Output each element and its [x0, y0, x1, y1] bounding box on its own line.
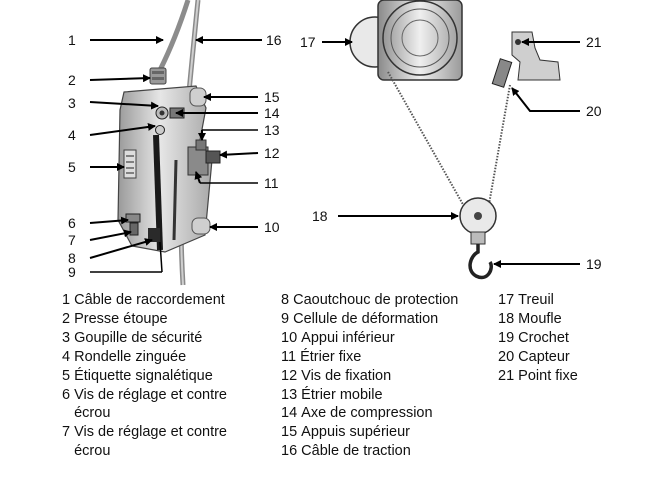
- callout-arrows: [89, 36, 580, 273]
- legend-label: Appuis supérieur: [301, 424, 410, 441]
- callout-21: 21: [586, 34, 602, 50]
- callout-20: 20: [586, 103, 602, 119]
- legend-item: 12 Vis de fixation: [281, 367, 491, 386]
- legend-label: Presse étoupe: [74, 310, 168, 327]
- legend-item: 18 Moufle: [498, 310, 638, 329]
- legend-item: 20 Capteur: [498, 348, 638, 367]
- legend-item: 19 Crochet: [498, 329, 638, 348]
- callout-11: 11: [264, 175, 279, 191]
- callout-13: 13: [264, 122, 280, 138]
- callout-15: 15: [264, 89, 280, 105]
- legend-number: 3: [62, 329, 71, 346]
- legend-number: 4: [62, 348, 71, 365]
- legend-item: 9 Cellule de déformation: [281, 310, 491, 329]
- legend-label: Étrier fixe: [300, 348, 362, 365]
- legend-label: Axe de compression: [301, 405, 433, 422]
- legend-number: 9: [281, 310, 290, 327]
- callout-3: 3: [68, 95, 76, 111]
- legend-number: 17: [498, 292, 515, 308]
- legend-number: 21: [498, 367, 515, 384]
- legend-label: Treuil: [518, 292, 554, 308]
- legend-number: 7: [62, 424, 71, 441]
- legend-item: 13 Étrier mobile: [281, 386, 491, 405]
- legend-label: Capteur: [518, 348, 570, 365]
- legend-label: Point fixe: [518, 367, 578, 384]
- legend-label: Vis de réglage et contre écrou: [74, 424, 227, 460]
- legend-item: 7 Vis de réglage et contre écrou: [62, 423, 267, 461]
- legend-label: Moufle: [518, 310, 562, 327]
- legend-number: 5: [62, 367, 71, 384]
- legend-number: 20: [498, 348, 515, 365]
- legend-item: 5 Étiquette signalétique: [62, 367, 267, 386]
- legend-label: Câble de raccordement: [74, 292, 225, 308]
- legend-label: Crochet: [518, 329, 569, 346]
- legend-number: 13: [281, 386, 298, 403]
- legend-number: 1: [62, 292, 71, 308]
- legend-number: 19: [498, 329, 515, 346]
- legend-column-2: 8 Caoutchouc de protection 9 Cellule de …: [281, 291, 491, 461]
- legend-item: 16 Câble de traction: [281, 442, 491, 461]
- load-cell-illustration: [117, 0, 221, 286]
- legend-item: 14 Axe de compression: [281, 404, 491, 423]
- legend-number: 6: [62, 386, 71, 403]
- load-cell-diagram: 1 2 3 4 5 6 7 8 9 10 11 12 13 14 15 16 1…: [68, 0, 602, 286]
- legend-item: 1 Câble de raccordement: [62, 291, 267, 310]
- legend-label: Vis de fixation: [301, 367, 392, 384]
- legend-label: Étrier mobile: [301, 386, 383, 403]
- legend-number: 14: [281, 405, 298, 422]
- callout-4: 4: [68, 127, 76, 143]
- legend-item: 17 Treuil: [498, 291, 638, 310]
- callout-2: 2: [68, 72, 76, 88]
- legend-number: 8: [281, 292, 290, 308]
- legend-item: 8 Caoutchouc de protection: [281, 291, 491, 310]
- legend-number: 15: [281, 424, 298, 441]
- legend-item: 4 Rondelle zinguée: [62, 348, 267, 367]
- callout-17: 17: [300, 34, 316, 50]
- legend-item: 3 Goupille de sécurité: [62, 329, 267, 348]
- callout-16: 16: [266, 32, 282, 48]
- legend-label: Goupille de sécurité: [74, 329, 203, 346]
- callout-9: 9: [68, 264, 76, 280]
- callout-5: 5: [68, 159, 76, 175]
- callout-18: 18: [312, 208, 328, 224]
- callout-1: 1: [68, 32, 76, 48]
- legend-number: 18: [498, 310, 515, 327]
- legend-item: 21 Point fixe: [498, 367, 638, 386]
- legend-column-3: 17 Treuil 18 Moufle 19 Crochet 20 Capteu…: [498, 291, 638, 386]
- legend-column-1: 1 Câble de raccordement 2 Presse étoupe …: [62, 291, 267, 461]
- legend-number: 12: [281, 367, 298, 384]
- legend-label: Rondelle zinguée: [74, 348, 187, 365]
- callout-6: 6: [68, 215, 76, 231]
- legend-number: 10: [281, 329, 298, 346]
- legend-number: 11: [281, 348, 297, 365]
- legend-label: Vis de réglage et contre écrou: [74, 386, 227, 422]
- callout-8: 8: [68, 250, 76, 266]
- callout-19: 19: [586, 256, 602, 272]
- callout-7: 7: [68, 232, 76, 248]
- callout-14: 14: [264, 105, 280, 121]
- legend-label: Caoutchouc de protection: [293, 292, 459, 308]
- legend-label: Câble de traction: [301, 443, 411, 460]
- legend-label: Cellule de déformation: [293, 310, 439, 327]
- legend-item: 2 Presse étoupe: [62, 310, 267, 329]
- callout-10: 10: [264, 219, 280, 235]
- legend-label: Étiquette signalétique: [74, 367, 213, 384]
- winch-system-illustration: [349, 0, 561, 280]
- legend-number: 16: [281, 443, 298, 460]
- legend-item: 11 Étrier fixe: [281, 348, 491, 367]
- legend-item: 15 Appuis supérieur: [281, 423, 491, 442]
- callout-12: 12: [264, 145, 280, 161]
- callout-numbers: 1 2 3 4 5 6 7 8 9 10 11 12 13 14 15 16 1…: [68, 32, 602, 280]
- legend-label: Appui inférieur: [301, 329, 395, 346]
- legend-item: 6 Vis de réglage et contre écrou: [62, 386, 267, 424]
- legend-number: 2: [62, 310, 71, 327]
- legend-item: 10 Appui inférieur: [281, 329, 491, 348]
